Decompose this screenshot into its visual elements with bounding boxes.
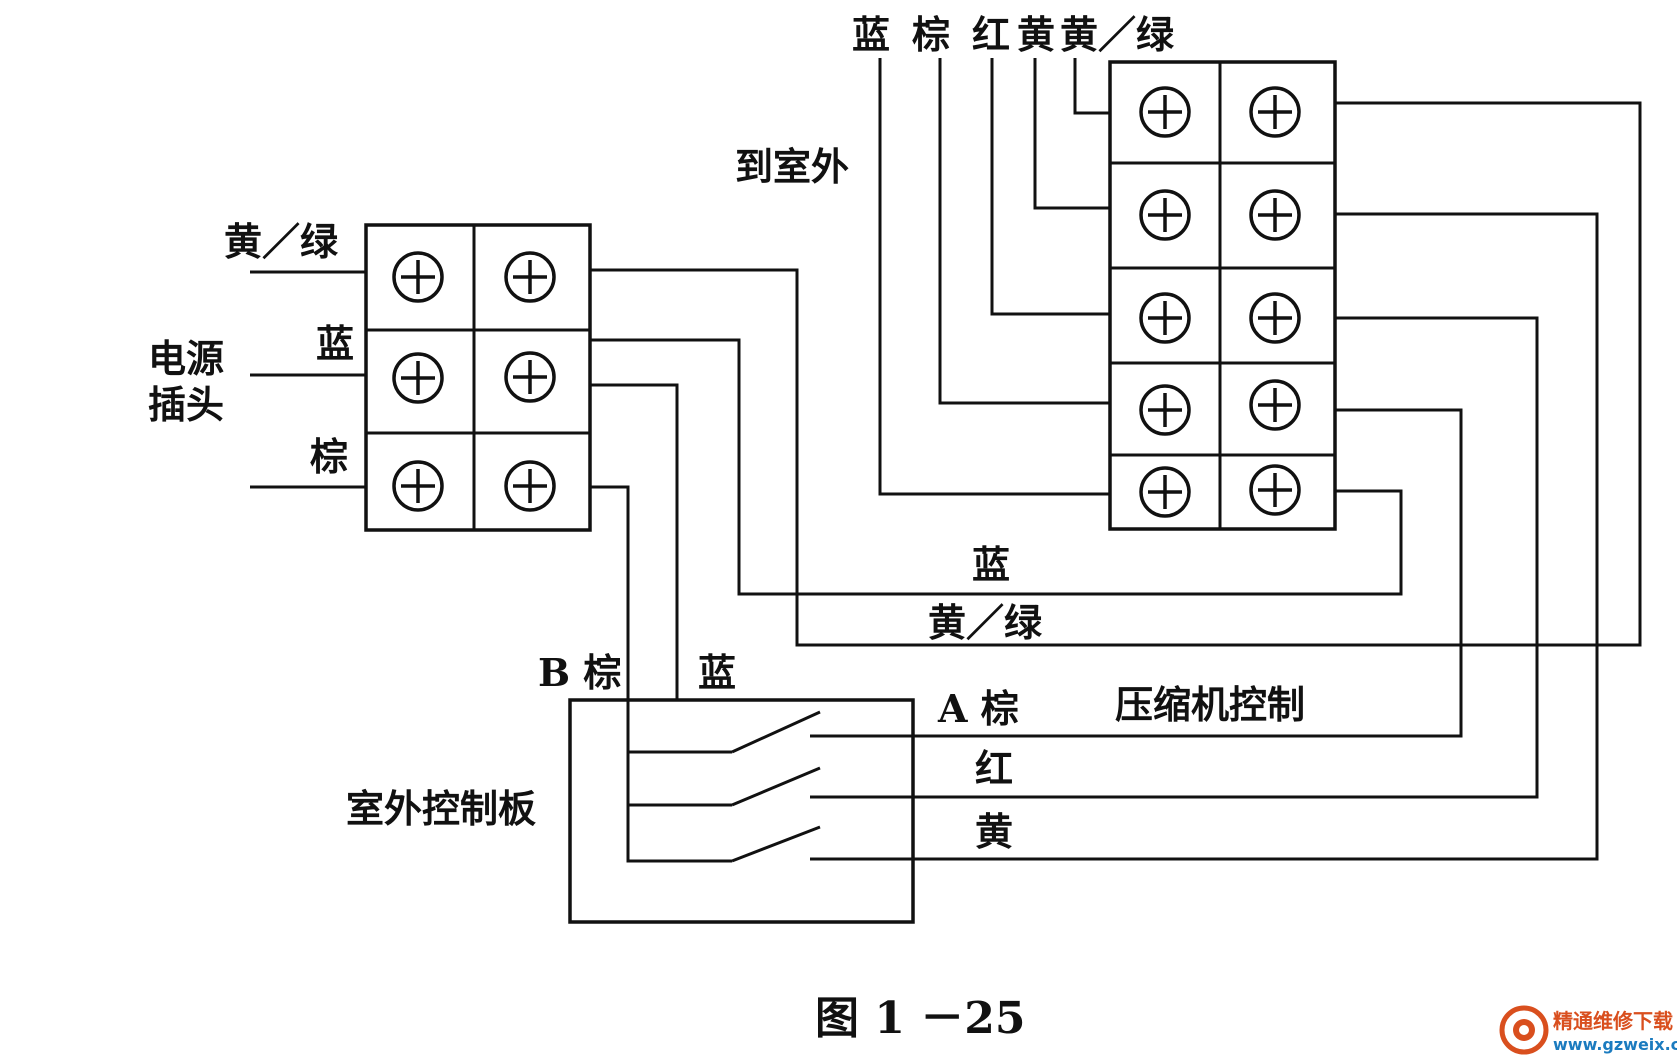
label-to-outdoor: 到室外: [735, 144, 849, 189]
label-outdoor-control-board: 室外控制板: [346, 786, 536, 831]
label-top-red: 红: [972, 12, 1010, 57]
screw-terminal-icon: [1249, 86, 1301, 138]
label-red: 红: [975, 746, 1013, 791]
label-compressor-control: 压缩机控制: [1115, 682, 1305, 727]
watermark-brand: 精通维修下载: [1553, 1009, 1673, 1033]
screw-terminal-icon: [1139, 292, 1191, 344]
screw-terminal-icon: [1249, 464, 1301, 516]
label-top-blue: 蓝: [852, 12, 890, 57]
wire-top-yellow: [1033, 58, 1110, 210]
screw-terminal-icon: [392, 460, 444, 512]
screw-terminal-icon: [1249, 292, 1301, 344]
relay-switch-yellow: [731, 825, 821, 863]
relay-switch-a: [731, 710, 821, 754]
wire-yellow: [913, 212, 1599, 861]
screw-terminal-icon: [392, 352, 444, 404]
label-power-plug-1: 电源: [148, 336, 224, 381]
left-terminal-block: [364, 223, 592, 532]
right-terminal-block: [1108, 60, 1337, 531]
screw-terminal-icon: [504, 251, 556, 303]
watermark-url: www.gzweix.com: [1553, 1035, 1677, 1054]
label-top-brown: 棕: [912, 12, 950, 57]
wire-brown-to-board: [590, 485, 630, 700]
screw-terminal-icon: [1139, 189, 1191, 241]
screw-terminal-icon: [392, 251, 444, 303]
label-power-plug-2: 插头: [148, 382, 224, 427]
screw-terminal-icon: [1249, 189, 1301, 241]
wire-top-red: [990, 58, 1110, 316]
watermark-logo: 精通维修下载 www.gzweix.com: [1499, 1005, 1677, 1055]
wire-top-yellow-green: [1073, 58, 1110, 115]
screw-terminal-icon: [504, 351, 556, 403]
wire-a-brown: [913, 408, 1463, 738]
wire-blue-to-board: [590, 383, 679, 700]
screw-terminal-icon: [1139, 86, 1191, 138]
label-left-brown: 棕: [310, 434, 348, 479]
outdoor-control-board: [568, 698, 915, 924]
label-a-brown: A 棕: [937, 686, 1019, 731]
wire-top-blue: [878, 58, 1110, 496]
label-board-blue: 蓝: [698, 650, 736, 695]
label-left-yellow-green: 黄／绿: [224, 219, 339, 264]
figure-caption: 图 1 －25: [815, 993, 1025, 1044]
wire-yellow-green-to-right-block: [590, 101, 1642, 647]
label-mid-yellow-green: 黄／绿: [928, 600, 1043, 645]
screw-terminal-icon: [1139, 384, 1191, 436]
wire-top-brown: [938, 58, 1110, 405]
label-b-brown: B 棕: [538, 650, 621, 695]
label-left-blue: 蓝: [316, 321, 354, 366]
label-yellow: 黄: [975, 809, 1013, 854]
screw-terminal-icon: [1139, 466, 1191, 518]
wire-blue-to-right-block: [590, 338, 1403, 596]
screw-terminal-icon: [504, 460, 556, 512]
wire-red: [913, 316, 1539, 799]
label-top-yellow: 黄: [1017, 12, 1055, 57]
label-top-yellow-green: 黄／绿: [1060, 12, 1175, 57]
relay-switch-red: [731, 766, 821, 807]
label-mid-blue: 蓝: [972, 542, 1010, 587]
screw-terminal-icon: [1249, 379, 1301, 431]
